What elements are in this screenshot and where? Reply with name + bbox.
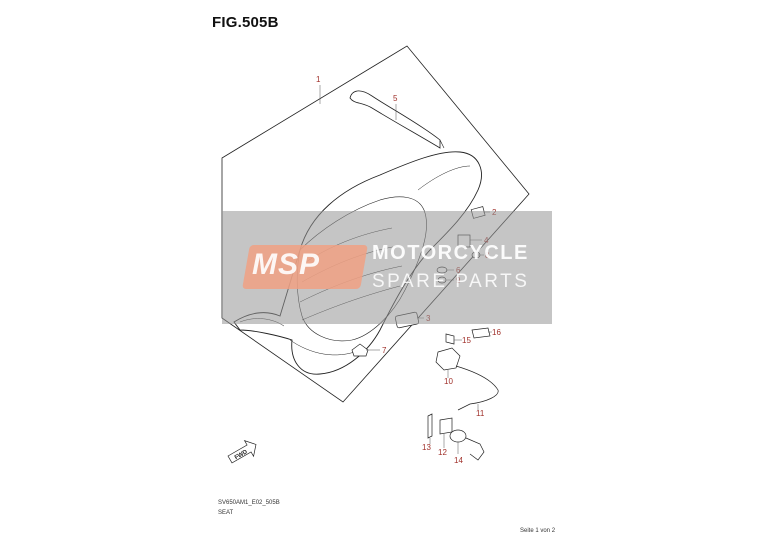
callout-15: 15 — [462, 336, 471, 345]
callout-5: 5 — [393, 94, 398, 103]
watermark-logo: MSP — [252, 248, 321, 281]
part-14-key-lock — [449, 429, 485, 461]
callout-10: 10 — [444, 377, 453, 386]
figure-code: SV650AM1_E02_505B — [218, 500, 280, 506]
part-16-shape — [471, 327, 491, 339]
fwd-arrow-icon: FWD — [227, 440, 257, 464]
callout-16: 16 — [492, 328, 501, 337]
callout-14: 14 — [454, 456, 463, 465]
watermark-line-1: MOTORCYCLE — [372, 242, 529, 264]
callout-11: 11 — [476, 409, 485, 418]
part-15-shape — [445, 333, 455, 345]
part-13-shape — [427, 413, 433, 439]
part-11-cable — [455, 365, 499, 411]
callout-1: 1 — [316, 75, 321, 84]
figure-title: FIG.505B — [212, 14, 279, 31]
figure-caption: SEAT — [218, 510, 234, 516]
page-number: Seite 1 von 2 — [520, 528, 556, 534]
callout-13: 13 — [422, 443, 431, 452]
part-7-shape — [351, 343, 369, 357]
part-10-shape — [435, 347, 461, 371]
callout-7: 7 — [382, 346, 387, 355]
callout-12: 12 — [438, 448, 447, 457]
part-12-shape — [439, 417, 453, 435]
watermark-line-2: SPARE PARTS — [372, 271, 530, 292]
